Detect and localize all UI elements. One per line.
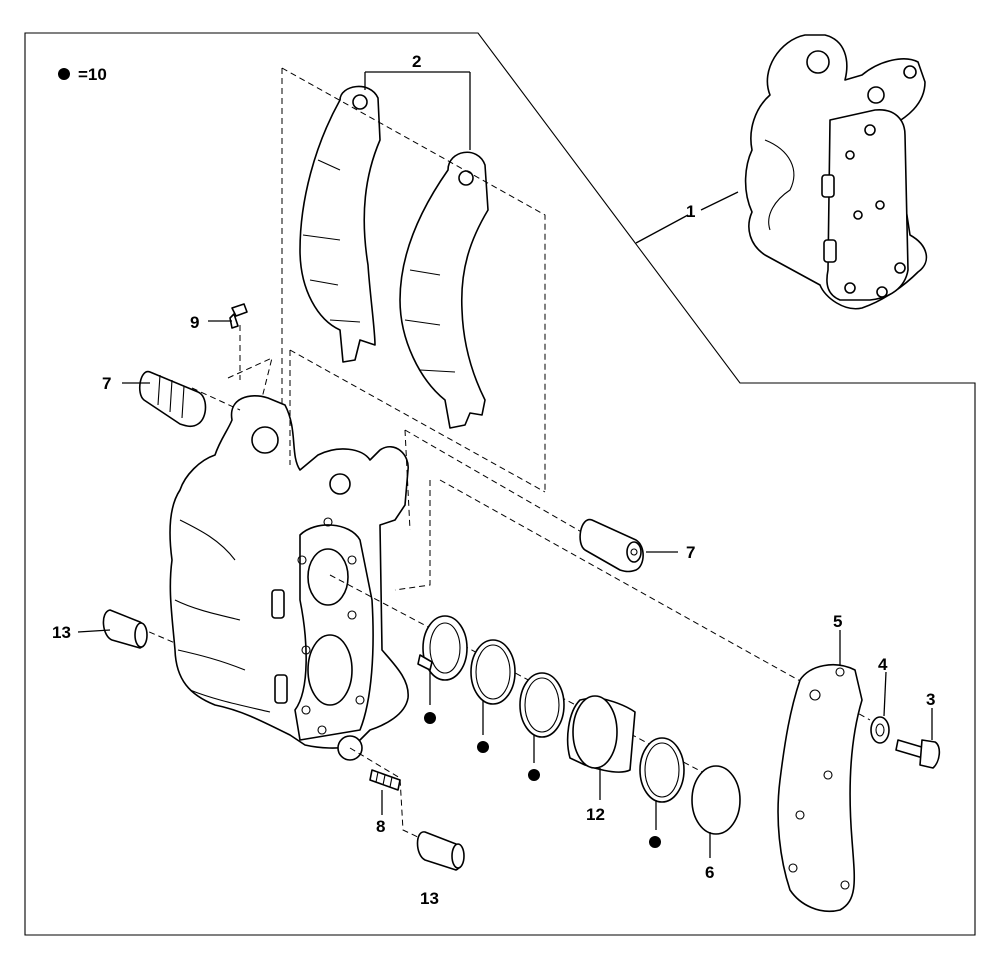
callout-7-left: 7 bbox=[102, 374, 111, 393]
pad-dashed-outline bbox=[281, 67, 546, 492]
assembly-dashed-lines bbox=[139, 325, 871, 839]
cap-13-bottom bbox=[416, 831, 465, 871]
seal-ring-c bbox=[519, 672, 565, 738]
callout-9: 9 bbox=[190, 313, 199, 332]
callout-5: 5 bbox=[833, 612, 842, 631]
marker-dot-icon bbox=[424, 712, 436, 724]
seal-ring-a bbox=[417, 615, 468, 681]
caliper-housing bbox=[169, 395, 409, 761]
callout-7-right: 7 bbox=[686, 543, 695, 562]
seal-ring-b bbox=[470, 639, 516, 705]
guide-pin-right bbox=[579, 519, 644, 573]
caliper-assembly bbox=[744, 34, 928, 310]
callout-2: 2 bbox=[412, 52, 421, 71]
callout-1: 1 bbox=[686, 202, 695, 221]
callout-13-bottom: 13 bbox=[420, 889, 439, 908]
bolt-3 bbox=[895, 739, 941, 769]
bleeder-screw-8 bbox=[369, 769, 401, 791]
marker-dot-icon bbox=[649, 836, 661, 848]
callout-13-left: 13 bbox=[52, 623, 71, 642]
marker-dot-icon bbox=[528, 769, 540, 781]
legend-bullet-label: =10 bbox=[78, 65, 107, 84]
bolt-9 bbox=[229, 303, 248, 329]
dust-boot-6 bbox=[691, 765, 741, 835]
brake-pad-right bbox=[399, 151, 489, 429]
legend-bullet-icon bbox=[58, 68, 70, 80]
washer-4 bbox=[870, 716, 890, 744]
shim-plate-5 bbox=[777, 664, 863, 912]
callout-8: 8 bbox=[376, 817, 385, 836]
cap-13-left bbox=[102, 609, 148, 649]
guide-pin-left bbox=[138, 371, 207, 428]
callout-3: 3 bbox=[926, 690, 935, 709]
diagram-frame bbox=[24, 32, 976, 936]
marker-dot-icon bbox=[477, 741, 489, 753]
seal-ring-d bbox=[639, 737, 685, 803]
brake-pad-left bbox=[299, 85, 381, 363]
callout-12: 12 bbox=[586, 805, 605, 824]
callout-6: 6 bbox=[705, 863, 714, 882]
callout-4: 4 bbox=[878, 655, 888, 674]
piston-12 bbox=[566, 695, 636, 773]
